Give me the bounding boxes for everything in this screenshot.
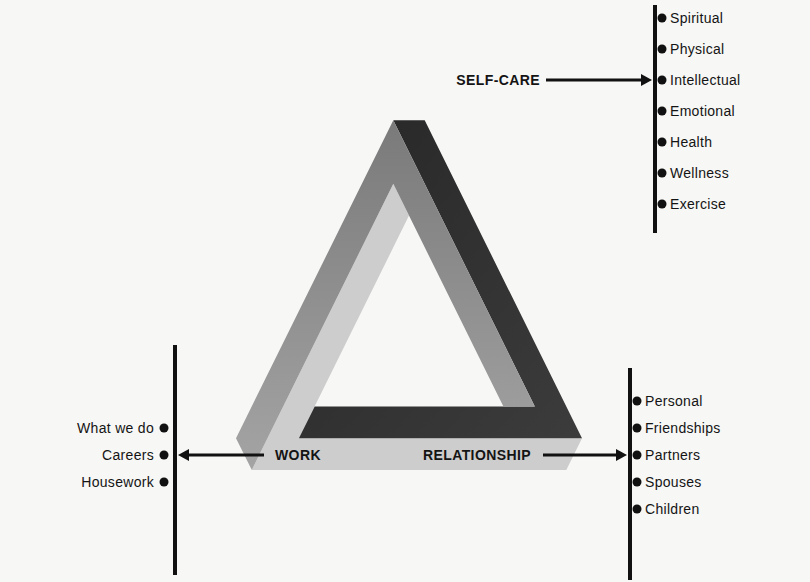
list-item: Partners [645, 446, 700, 464]
list-bar [653, 5, 657, 233]
arrow-line [186, 454, 264, 457]
list-item: Health [670, 133, 712, 151]
bullet-dots [658, 14, 667, 209]
list-item: Careers [102, 446, 154, 464]
list-item: What we do [77, 419, 154, 437]
list-bar [173, 345, 177, 575]
list-item: Housework [81, 473, 154, 491]
list-item: Emotional [670, 102, 735, 120]
arrow-line [546, 79, 644, 82]
list-item: Spiritual [670, 9, 723, 27]
list-item: Friendships [645, 419, 721, 437]
list-item: Spouses [645, 473, 702, 491]
list-item: Physical [670, 40, 725, 58]
arrow-head [178, 449, 189, 461]
bullet-dots [633, 397, 642, 514]
arrow-head [616, 449, 627, 461]
bullet-dots [160, 424, 169, 487]
list-item: Personal [645, 392, 703, 410]
list-bar [628, 368, 632, 580]
list-item: Wellness [670, 164, 729, 182]
list-item: Exercise [670, 195, 726, 213]
group-heading: WORK [272, 446, 324, 464]
list-item: Intellectual [670, 71, 741, 89]
group-heading: SELF-CARE [456, 71, 540, 89]
list-item: Children [645, 500, 700, 518]
penrose-mid-face [236, 120, 535, 470]
group-heading: RELATIONSHIP [420, 446, 534, 464]
arrow-head [641, 74, 652, 86]
arrow-line [543, 454, 619, 457]
